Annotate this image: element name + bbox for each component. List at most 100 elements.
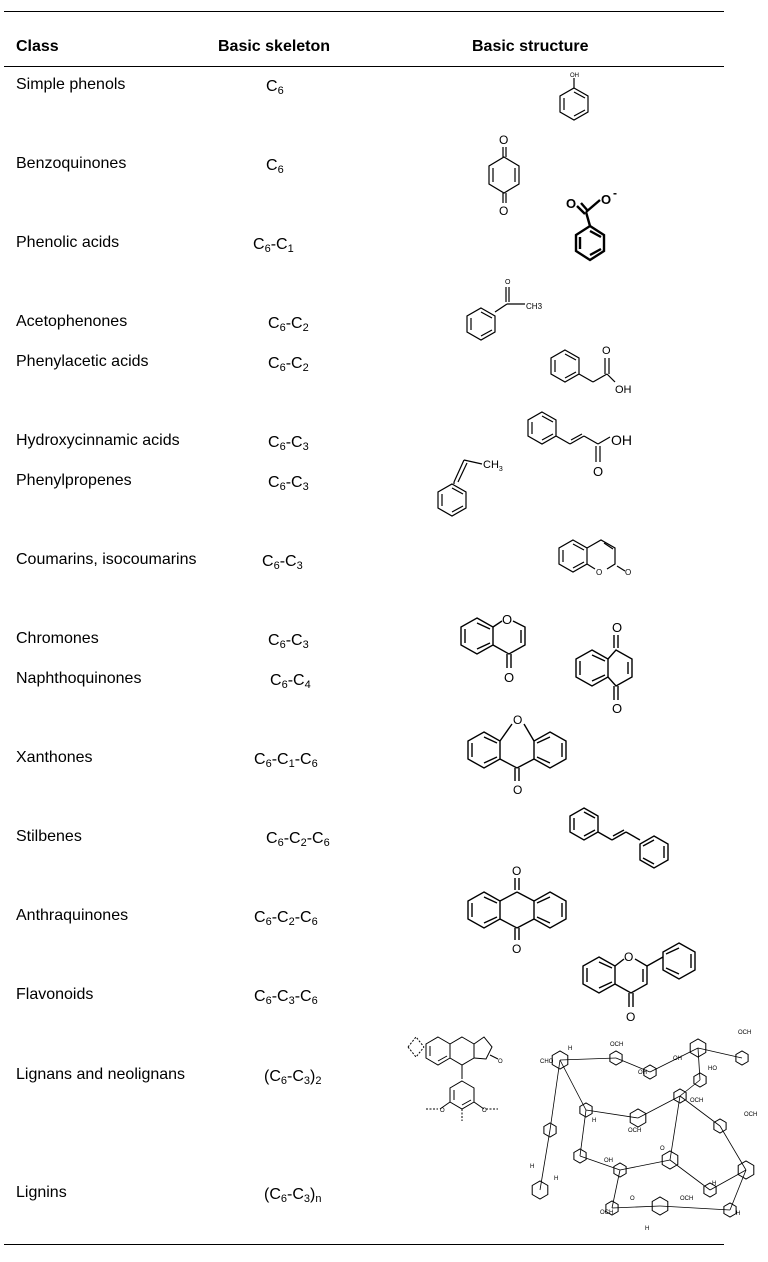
header-class: Class <box>16 38 59 55</box>
lignin-bond <box>619 1159 671 1171</box>
lignin-ring <box>661 1150 679 1170</box>
lignin-ring <box>551 1050 569 1070</box>
hydroxyl-label: OH <box>673 1056 682 1062</box>
oxygen-label: O <box>630 1196 635 1202</box>
oxygen-label: O <box>593 464 603 479</box>
oxygen-label: O <box>625 568 631 577</box>
lignin-bond <box>669 1095 681 1161</box>
lignin-bond <box>549 1059 561 1131</box>
lignin-ring <box>651 1196 669 1216</box>
lignin-bond <box>719 1125 747 1171</box>
charge-label: - <box>613 186 617 200</box>
lignin-ring <box>573 1148 587 1164</box>
lignin-bond <box>559 1059 587 1111</box>
lignin-ring <box>613 1162 627 1178</box>
row-skeleton: C6-C1-C6 <box>254 751 318 770</box>
oxygen-label: O <box>612 620 622 635</box>
row-class-naphthoquinones: Naphthoquinones <box>16 670 142 687</box>
lignin-ring <box>735 1050 749 1066</box>
lignin-bond <box>679 1079 701 1097</box>
benzoate-structure: O O - <box>566 186 617 262</box>
row-skeleton: C6-C3 <box>268 632 309 651</box>
row-class-simple-phenols: Simple phenols <box>16 76 126 93</box>
lignin-ring <box>723 1202 737 1218</box>
row-class-hydroxycinnamic-acids: Hydroxycinnamic acids <box>16 432 180 449</box>
cinnamic-acid-structure: OH O <box>527 411 632 479</box>
row-skeleton: (C6-C3)2 <box>264 1068 322 1087</box>
oxygen-label: O <box>602 345 611 357</box>
lignin-bond <box>585 1109 639 1119</box>
lignin-bond <box>615 1057 651 1073</box>
benzoquinone-structure: O O <box>488 133 520 218</box>
oxygen-label: O <box>624 950 633 964</box>
lignin-bond <box>697 1047 743 1059</box>
lignin-bond <box>611 1169 621 1209</box>
row-class-lignins: Lignins <box>16 1184 67 1201</box>
row-skeleton: C6-C2 <box>268 355 309 374</box>
oxygen-label: O <box>612 701 622 716</box>
row-class-phenolic-acids: Phenolic acids <box>16 234 120 251</box>
methyl-label: CH3 <box>526 302 543 311</box>
hydroxyl-label: OH <box>638 1070 647 1076</box>
lignin-ring <box>531 1180 549 1200</box>
oxygen-label: O <box>596 568 602 577</box>
hydrogen-label: H <box>554 1176 558 1182</box>
lignin-bond <box>539 1129 551 1191</box>
lignin-bond <box>697 1047 701 1081</box>
coumarin-structure: O O <box>558 539 631 577</box>
oxygen-label: O <box>626 1010 635 1024</box>
row-class-stilbenes: Stilbenes <box>16 828 82 845</box>
header-structure: Basic structure <box>472 38 589 55</box>
lignan-structure: O O O <box>407 1036 503 1121</box>
hydroxyl-label: OH <box>604 1158 613 1164</box>
oxygen-label: O <box>498 1059 503 1065</box>
methoxy-label: OCH <box>690 1098 703 1104</box>
row-skeleton: (C6-C3)n <box>264 1186 322 1205</box>
oxygen-label: O <box>660 1146 665 1152</box>
oxygen-label: O <box>566 196 576 211</box>
hydroxyl-label: OH <box>615 384 632 396</box>
lignin-ring <box>689 1038 707 1058</box>
row-skeleton: C6-C3 <box>268 474 309 493</box>
row-skeleton: C6 <box>266 157 284 176</box>
methoxy-label: OCH <box>600 1210 613 1216</box>
row-class-flavonoids: Flavonoids <box>16 986 94 1003</box>
hydrogen-label: H <box>736 1211 740 1217</box>
methoxy-label: OCH <box>628 1128 641 1134</box>
lignin-bond <box>679 1095 721 1127</box>
row-skeleton: C6 <box>266 78 284 97</box>
lignin-bond <box>559 1057 617 1061</box>
oxygen-label: O <box>513 713 522 727</box>
phenylacetic-acid-structure: O OH <box>550 345 632 396</box>
row-class-xanthones: Xanthones <box>16 749 93 766</box>
lignin-ring <box>609 1050 623 1066</box>
oxygen-label: O <box>513 783 522 797</box>
row-class-chromones: Chromones <box>16 630 99 647</box>
row-class-acetophenones: Acetophenones <box>16 313 128 330</box>
row-skeleton: C6-C3 <box>262 553 303 572</box>
header-skeleton: Basic skeleton <box>218 38 331 55</box>
lignin-structure: CHO OCH OH OH HO OCH OCH OCH OH H H OCH … <box>530 1030 757 1232</box>
oxygen-label: O <box>502 612 512 627</box>
hydrogen-label: H <box>645 1226 649 1232</box>
propenylbenzene-structure: CH3 <box>437 459 503 517</box>
row-skeleton: C6-C2-C6 <box>266 830 330 849</box>
lignin-bond <box>611 1205 661 1209</box>
row-skeleton: C6-C2 <box>268 315 309 334</box>
lignin-bond <box>669 1159 711 1191</box>
oxygen-label: O <box>499 204 508 218</box>
hydroxyl-label: OH <box>611 432 632 448</box>
lignin-bond <box>729 1169 747 1211</box>
oxygen-label: O <box>512 864 521 878</box>
header-rule <box>4 66 724 67</box>
methyl-label: CH3 <box>483 459 503 473</box>
row-class-phenylpropenes: Phenylpropenes <box>16 472 132 489</box>
row-skeleton: C6-C1 <box>253 236 294 255</box>
hydroxyl-label: HO <box>708 1066 717 1072</box>
oxygen-label: O <box>512 942 521 956</box>
oxygen-label: O <box>499 133 508 147</box>
lignin-ring <box>693 1072 707 1088</box>
oxygen-label: O <box>504 670 514 685</box>
row-class-coumarins: Coumarins, isocoumarins <box>16 551 197 568</box>
methoxy-label: OCH <box>744 1112 757 1118</box>
